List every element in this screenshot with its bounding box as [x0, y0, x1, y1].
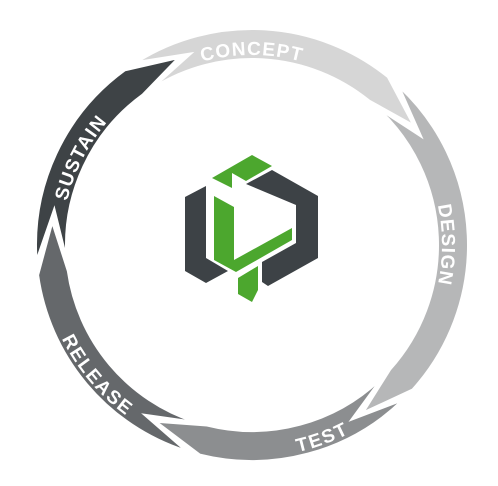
- cube-logo-icon: [185, 155, 318, 302]
- logo-green-middle: [214, 196, 292, 272]
- stage-arrow-sustain: [35, 56, 182, 261]
- stage-arrow-concept: [137, 28, 416, 128]
- cycle-arrows: [35, 28, 469, 462]
- stage-label-release: RELEASE: [57, 331, 136, 420]
- logo-green-bottom: [238, 266, 258, 302]
- stage-label-design: DESIGN: [433, 202, 458, 287]
- stage-arrow-test: [153, 378, 403, 462]
- stage-label-concept: CONCEPT: [198, 39, 305, 67]
- logo-dark-left: [185, 186, 228, 283]
- stage-arrow-design: [360, 86, 469, 415]
- logo-green-top: [212, 155, 272, 188]
- logo-dark-bottom-right: [262, 212, 318, 286]
- stage-arrow-release: [37, 219, 195, 452]
